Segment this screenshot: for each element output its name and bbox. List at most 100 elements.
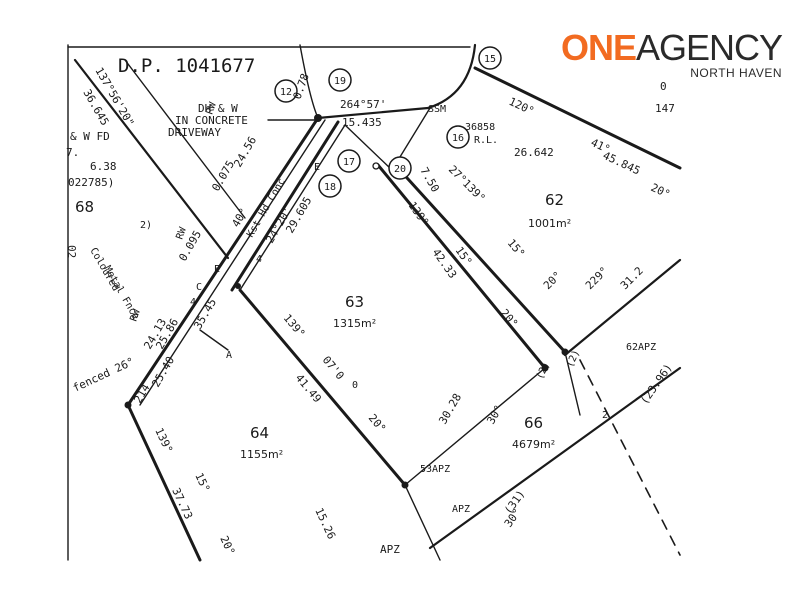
note-c: C [196,282,202,293]
handle-line-2 [139,119,326,406]
dim-20b: 20° [498,307,521,331]
boundary-66-east [564,351,581,416]
note-apz-bottom: APZ [380,543,400,556]
marker-label-19: 19 [334,76,346,87]
dim-20a: 20° [649,181,673,201]
dim-20d: 20° [366,412,389,436]
road-curve [299,44,319,119]
dim-15b: 15° [505,237,528,261]
marker-circle-15 [478,46,502,70]
frontage-line [316,106,430,120]
dim-750: 7.50 [417,165,442,194]
dim-15435: 15.435 [342,116,382,129]
marker-label-16: 16 [452,133,464,144]
dim-214: 214 [131,381,152,405]
lot-number-62: 62 [545,191,564,209]
note-rw3: RW [128,307,143,323]
lot-area-63: 1315m² [333,317,376,330]
note-w-fd-num: 022785) [68,176,114,189]
note-53apz: 53APZ [420,464,450,475]
dim-2456: 24.56 [231,134,259,169]
lot-number-63: 63 [345,293,364,311]
dim-139b: 139° [281,312,308,341]
marker-circle-17 [337,149,361,173]
marker-label-17: 17 [343,157,355,168]
marker-circle-16 [446,125,470,149]
lot-number-64: 64 [250,424,269,442]
marker-line-a [199,329,229,351]
dim-2a: (2) [535,360,553,381]
dim-2540: 25.40 [149,354,177,389]
marker-label-18: 18 [324,182,336,193]
frontage-line-2 [344,124,393,171]
dim-0700: 07'0 [320,354,347,383]
logo-part-one: ONE [560,27,637,68]
dp-number: D.P. 1041677 [118,55,255,77]
note-e1: E [314,162,320,173]
note-fenced: fenced 26° [71,355,137,395]
note-apz-mid: APZ [452,504,470,515]
dim-45845: 45.845 [601,149,643,178]
note-7: 7. [66,146,79,159]
point [124,401,132,409]
note-02: 02 [65,245,78,258]
handle-line-3 [230,120,340,292]
note-4b: 4 [190,297,196,308]
note-4a: 4 [256,254,262,265]
marker-circle-19 [328,68,352,92]
note-62apz: 62APZ [626,342,656,353]
lot-number-66: 66 [524,414,543,432]
dim-638: 6.38 [90,160,117,173]
dim-20e: 20° [217,534,237,558]
note-2-bottom: 2 [602,410,608,421]
note-rw2: RW [174,225,189,241]
lot-area-66: 4679m² [512,438,555,451]
note-2-paren: 2) [140,220,152,231]
dim-27139: 27°139° [446,163,488,205]
dim-139c: 139° [152,426,175,456]
cul-de-sac-arc [426,43,477,110]
point [401,481,409,489]
lot-number-68: 68 [75,198,94,216]
agency-logo: ONEAGENCY NORTH HAVEN [560,27,783,80]
note-rl: R.L. [474,135,498,146]
boundary-66-west [404,367,546,486]
marker-label-15: 15 [484,54,496,65]
dim-312: 31.2 [618,264,646,292]
note-driveway: DRIVEWAY [168,126,221,139]
dim-120: 120° [507,95,537,118]
dim-229: 229° [583,264,611,292]
boundary-64-west [126,403,202,562]
boundary-68-west [73,58,230,260]
marker-circle-20 [388,156,412,180]
logo-part-agency: AGENCY [635,27,783,68]
dim-30: 30° [484,403,505,427]
logo-subtitle: NORTH HAVEN [690,66,782,80]
marker-label-12: 12 [280,87,292,98]
dim-1526: 15.26 [312,506,338,542]
note-ssm: SSM [428,104,446,115]
dim-20c: 20° [541,269,564,292]
hole [372,162,380,170]
dim-264: 264°57' [340,98,386,111]
boundary-63-64-ext [404,484,441,561]
note-a: A [226,350,232,361]
note-e2: E [214,264,220,275]
dim-15c: 15° [192,471,212,495]
marker-circle-18 [318,174,342,198]
note-dh-w: DH & W [198,102,238,115]
note-0: 0 [352,380,358,391]
boundary-62-north [473,66,682,170]
dim-147: 147 [655,102,675,115]
note-rw1: RW [204,100,219,116]
dim-2396: (23.96) [638,361,675,406]
marker-circle-12 [274,79,298,103]
lot-area-62: 1001m² [528,217,571,230]
boundary-63-east-2 [396,166,567,354]
note-w-fd: & W FD [70,130,110,143]
boundary-66-south [428,366,682,550]
handle-line-1 [126,116,320,407]
note-in-concrete: IN CONCRETE [175,114,248,127]
dim-3028: 30.28 [436,391,464,426]
